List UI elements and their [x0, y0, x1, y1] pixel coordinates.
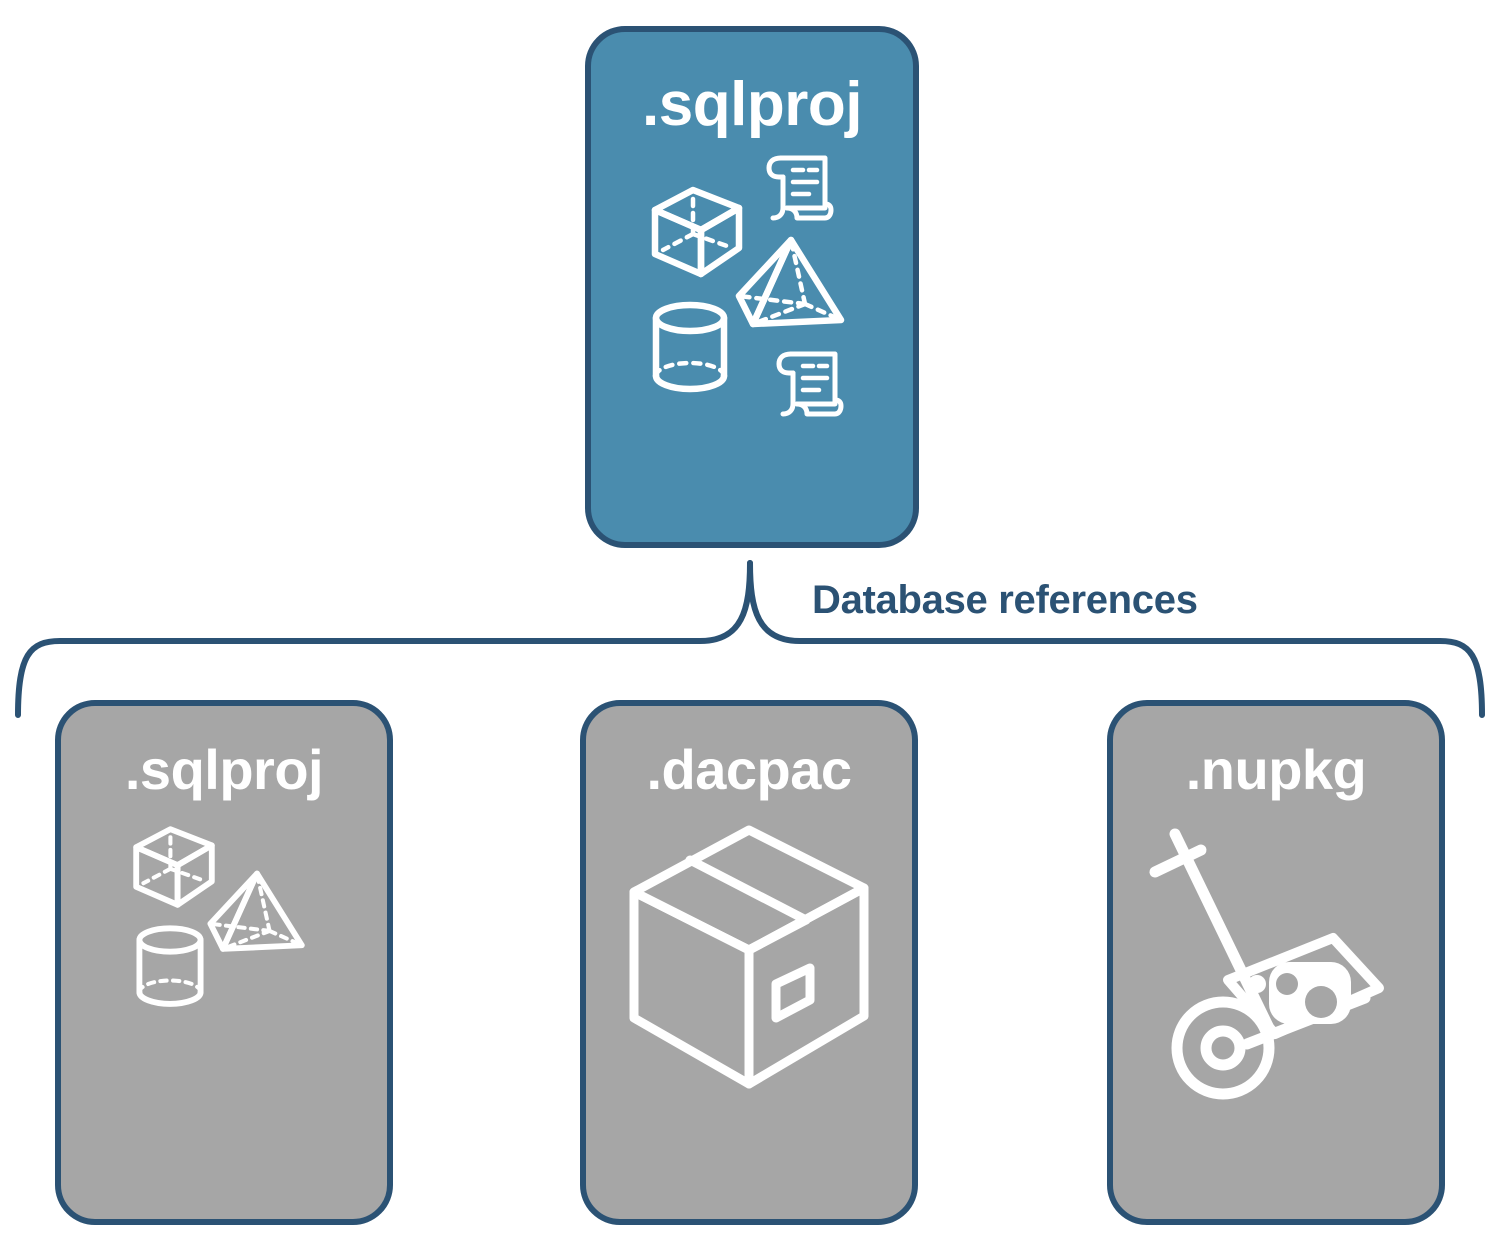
node-ref-dacpac[interactable]: .dacpac: [580, 700, 918, 1225]
node-ref-nupkg-title: .nupkg: [1185, 738, 1367, 801]
node-ref-nupkg-icon-group: [1149, 828, 1401, 1102]
scroll-script-icon: [766, 155, 834, 221]
hand-truck-package-icon: [1149, 828, 1384, 1100]
wireframe-pyramid-icon: [735, 236, 845, 328]
wireframe-cube-icon: [133, 826, 215, 908]
node-ref-sqlproj[interactable]: .sqlproj: [55, 700, 393, 1225]
node-root-icon-group: [637, 150, 867, 430]
scroll-script-icon: [776, 351, 844, 417]
node-ref-sqlproj-icon-group: [109, 822, 339, 1042]
node-root-sqlproj[interactable]: .sqlproj: [585, 26, 919, 548]
wireframe-cylinder-icon: [652, 301, 728, 393]
connector-label: Database references: [812, 578, 1198, 622]
node-ref-dacpac-title: .dacpac: [646, 738, 852, 801]
shipping-box-icon: [629, 825, 869, 1089]
node-ref-dacpac-icon-group: [624, 822, 874, 1092]
node-root-title: .sqlproj: [642, 70, 862, 139]
wireframe-cube-icon: [651, 186, 743, 278]
wireframe-cylinder-icon: [136, 925, 204, 1007]
wireframe-pyramid-icon: [207, 870, 305, 952]
node-ref-sqlproj-title: .sqlproj: [124, 738, 324, 801]
node-ref-nupkg[interactable]: .nupkg: [1107, 700, 1445, 1225]
